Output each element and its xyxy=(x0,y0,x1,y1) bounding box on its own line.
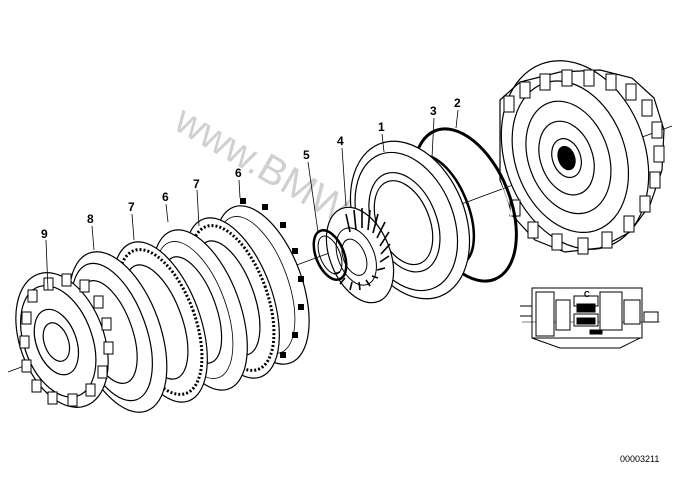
inset-label-c: C xyxy=(584,290,590,299)
snap-ring-5 xyxy=(312,229,348,281)
callout-1: 1 xyxy=(378,120,385,134)
drawing-code: 00003211 xyxy=(620,454,659,464)
callout-5: 5 xyxy=(303,148,310,162)
callout-7-front: 7 xyxy=(128,200,135,214)
inset-section-view xyxy=(520,287,660,349)
callout-6-rear: 6 xyxy=(235,166,242,180)
callout-9: 9 xyxy=(41,227,48,241)
callout-labels: 1 2 3 4 5 6 6 7 7 8 9 xyxy=(41,96,461,241)
callout-4: 4 xyxy=(337,134,344,148)
spring-plate-4 xyxy=(325,206,395,304)
callout-6-front: 6 xyxy=(162,190,169,204)
callout-8: 8 xyxy=(87,212,94,226)
clutch-drum xyxy=(499,60,665,255)
leader-lines xyxy=(45,109,459,291)
callout-3: 3 xyxy=(430,104,437,118)
callout-2: 2 xyxy=(454,96,461,110)
hub-9 xyxy=(15,272,114,408)
callout-7-rear: 7 xyxy=(193,177,200,191)
